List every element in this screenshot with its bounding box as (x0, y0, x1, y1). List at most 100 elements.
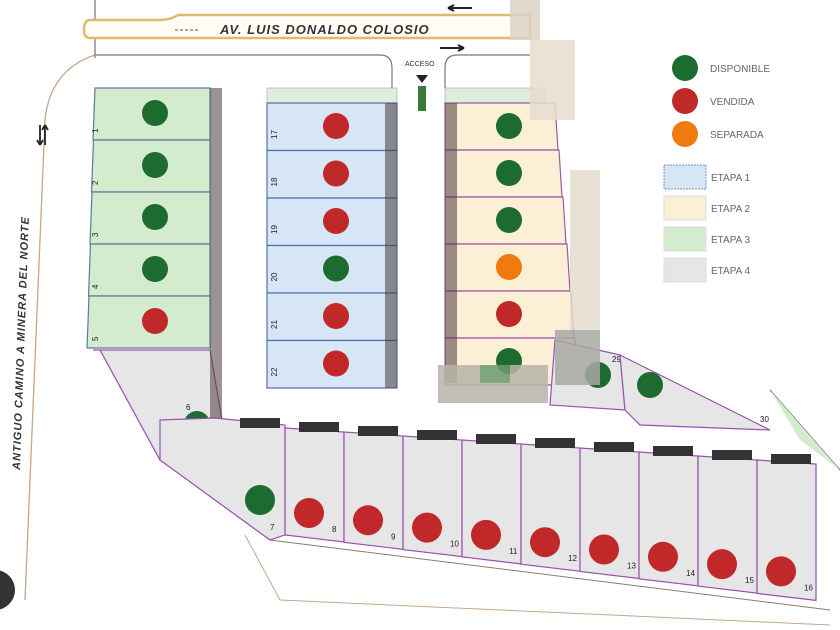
lot-number: 15 (745, 576, 754, 585)
lot-15[interactable]: 15 (697, 455, 758, 594)
lot-number: 3 (91, 232, 100, 237)
lot-10[interactable]: 10 (402, 435, 463, 558)
lot-status-marker[interactable] (142, 308, 168, 334)
lot-status-marker[interactable] (142, 152, 168, 178)
lot-number: 19 (270, 225, 279, 234)
lot-22[interactable]: 22 (266, 339, 398, 389)
lot-number: 30 (760, 415, 769, 424)
lot-status-marker[interactable] (323, 208, 349, 234)
legend-label-vendida: VENDIDA (710, 97, 755, 108)
lot-number: 7 (270, 523, 275, 532)
lot-status-marker[interactable] (323, 160, 349, 187)
side-road-name: ANTIGUO CAMINO A MINERA DEL NORTE (11, 216, 32, 471)
parking-strip (535, 438, 575, 448)
vendida-legend-marker (672, 88, 698, 114)
lot-r23[interactable] (444, 149, 563, 198)
lot-status-marker[interactable] (707, 549, 737, 580)
lot-9[interactable]: 9 (343, 431, 404, 550)
lot-3[interactable]: 3 (89, 191, 211, 245)
lot-status-marker[interactable] (648, 541, 678, 572)
lot-2[interactable]: 2 (90, 139, 211, 193)
lot-30[interactable]: 30 (619, 353, 771, 431)
legend-label-etapa2: ETAPA 2 (711, 204, 751, 215)
lot-16[interactable]: 16 (756, 459, 817, 602)
lot-21[interactable]: 21 (266, 292, 398, 342)
lot-1[interactable]: 1 (91, 87, 211, 141)
etapa4-legend-swatch (663, 257, 707, 283)
lot-4[interactable]: 4 (87, 243, 211, 297)
lot-status-marker[interactable] (496, 113, 522, 139)
lot-14[interactable]: 14 (638, 451, 699, 587)
lot-status-marker[interactable] (323, 113, 349, 139)
lot-status-marker[interactable] (496, 254, 522, 280)
lot-20[interactable]: 20 (266, 244, 398, 294)
parking-strip (299, 422, 339, 432)
access-arrow-icon (416, 75, 428, 83)
main-road-name: AV. LUIS DONALDO COLOSIO (219, 22, 430, 37)
lot-number: 17 (270, 130, 279, 139)
lot-11[interactable]: 11 (461, 439, 522, 565)
lot-status-marker[interactable] (530, 527, 560, 558)
lot-number: 14 (686, 569, 695, 578)
lot-status-marker[interactable] (589, 534, 619, 565)
lot-status-marker[interactable] (294, 498, 324, 528)
parking-strip (594, 442, 634, 452)
lot-status-marker[interactable] (323, 303, 349, 329)
lot-status-marker[interactable] (412, 512, 442, 543)
lot-status-marker[interactable] (142, 100, 168, 126)
lot-r24[interactable] (444, 196, 567, 245)
lot-status-marker[interactable] (142, 204, 168, 230)
two-way-arrow-icon (36, 124, 49, 146)
lot-status-marker[interactable] (496, 301, 522, 327)
lot-8[interactable]: 8 (284, 427, 345, 543)
lot-7[interactable]: 7 (159, 417, 286, 541)
lot-number: 1 (91, 128, 100, 133)
lot-5[interactable]: 5 (86, 295, 211, 349)
legend-label-disponible: DISPONIBLE (710, 64, 770, 75)
parking-strip (240, 418, 280, 428)
lot-number: 5 (91, 336, 100, 341)
lot-number: 20 (270, 272, 279, 281)
lot-parcel (619, 353, 771, 431)
lot-status-marker[interactable] (766, 556, 796, 587)
lot-number: 9 (391, 532, 396, 541)
access-label: ACCESO (405, 61, 435, 68)
lot-status-marker[interactable] (245, 485, 275, 515)
parking-strip (712, 450, 752, 460)
green-strip (266, 87, 398, 104)
disponible-legend-marker (672, 55, 698, 81)
parking-strip (476, 434, 516, 444)
parking-strip (210, 88, 222, 418)
lot-number: 16 (804, 583, 813, 592)
lot-number: 4 (91, 284, 100, 289)
lot-17[interactable]: 17 (266, 102, 398, 152)
access-gate (418, 86, 426, 111)
parking-strip (445, 103, 457, 383)
lot-13[interactable]: 13 (579, 447, 640, 580)
lot-status-marker[interactable] (323, 350, 349, 377)
corner-shape (0, 570, 15, 610)
lot-number: 10 (450, 540, 459, 549)
lot-number: 12 (568, 554, 577, 563)
parking-strip (385, 103, 397, 388)
lot-status-marker[interactable] (471, 519, 501, 550)
lot-19[interactable]: 19 (266, 197, 398, 247)
lot-status-marker[interactable] (637, 372, 663, 398)
lot-status-marker[interactable] (496, 160, 522, 186)
lot-r25[interactable] (444, 243, 571, 292)
lot-r26[interactable] (444, 290, 575, 339)
lot-number: 13 (627, 562, 636, 571)
legend-label-etapa3: ETAPA 3 (711, 235, 751, 246)
lot-12[interactable]: 12 (520, 443, 581, 572)
lot-status-marker[interactable] (323, 255, 349, 282)
lot-status-marker[interactable] (496, 207, 522, 233)
lot-status-marker[interactable] (353, 505, 383, 536)
lot-18[interactable]: 18 (266, 149, 398, 199)
parking-strip (358, 426, 398, 436)
lot-status-marker[interactable] (142, 256, 168, 282)
parking-strip (771, 454, 811, 464)
blurred-overlay (438, 0, 600, 403)
etapa3-legend-swatch (663, 226, 707, 252)
